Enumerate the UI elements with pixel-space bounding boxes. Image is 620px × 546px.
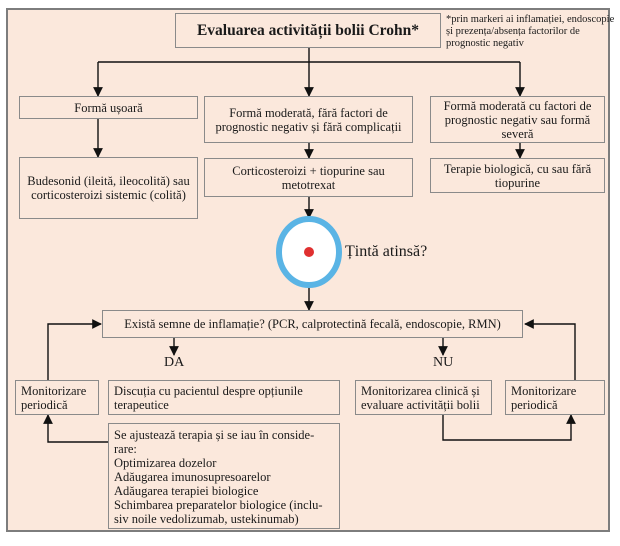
mild-form-box: Formă ușoară [19,96,198,119]
discussion-box: Discuția cu pacientul despre opțiunile t… [108,380,340,415]
adjust-item: Optimizarea dozelor [114,456,217,470]
monitor-left-box: Monitorizare periodică [15,380,99,415]
target-dot-icon [304,247,314,257]
adjust-intro: Se ajustează terapia și se iau în consid… [114,428,315,456]
title-box: Evaluarea activității bolii Crohn* [175,13,441,48]
loop-right-up [524,319,576,380]
target-label: Țintă atinsă? [345,243,428,260]
adjust-therapy-box: Se ajustează terapia și se iau în consid… [108,423,340,529]
moderate-form-box: Formă moderată, fără factori de prognost… [204,96,413,143]
loop-left-up [47,319,102,380]
mild-therapy-box: Budesonid (ileită, ileocolită) sau corti… [19,157,198,219]
yes-label: DA [164,355,185,370]
adjust-item: Adăugarea imunosupresoarelor [114,470,271,484]
adjust-item: Schimbarea preparatelor biologice (inclu… [114,498,323,526]
severe-form-box: Formă moderată cu factori de prognostic … [430,96,605,143]
severe-therapy-box: Terapie biologică, cu sau fără tiopurine [430,158,605,193]
loop-clinical-to-monitor [442,414,576,441]
no-label: NU [433,355,454,370]
moderate-therapy-box: Corticosteroizi + tiopurine sau metotrex… [204,158,413,197]
loop-adjust-to-monitor [43,414,108,443]
monitor-right-box: Monitorizare periodică [505,380,605,415]
clinical-monitoring-box: Monitorizarea clinică și evaluare activi… [355,380,492,415]
adjust-item: Adăugarea terapiei biologice [114,484,259,498]
inflammation-question-box: Există semne de inflamație? (PCR, calpro… [102,310,523,338]
footnote: *prin markeri ai inflamației, endoscopie… [446,14,615,49]
